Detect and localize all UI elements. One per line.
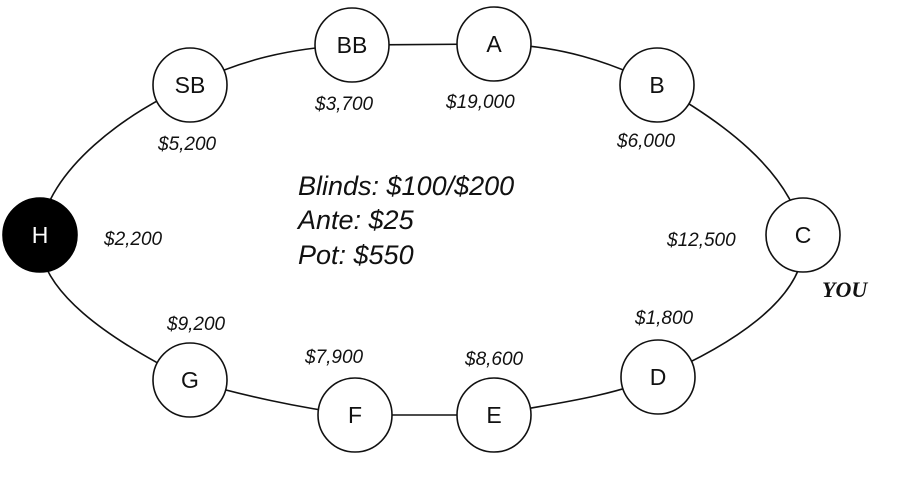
stack-c: $12,500	[666, 230, 736, 251]
seat-h-dealer: H	[2, 197, 78, 273]
seat-f: F	[317, 377, 393, 453]
seat-a: A	[456, 6, 532, 82]
pot-text: Pot: $550	[298, 240, 414, 270]
seat-b: B	[619, 47, 695, 123]
you-label: YOU	[822, 277, 868, 302]
ante-text: Ante: $25	[296, 205, 415, 235]
stack-sb: $5,200	[157, 134, 217, 155]
seat-sb-label: SB	[175, 72, 206, 98]
seat-bb: BB	[314, 7, 390, 83]
seat-f-label: F	[348, 402, 362, 428]
stack-b: $6,000	[616, 131, 676, 152]
stack-d: $1,800	[634, 308, 694, 329]
seat-sb: SB	[152, 47, 228, 123]
seat-h-label: H	[32, 222, 49, 248]
seat-c-label: C	[795, 222, 812, 248]
seat-a-label: A	[486, 31, 502, 57]
blinds-text: Blinds: $100/$200	[298, 171, 514, 201]
seat-b-label: B	[649, 72, 664, 98]
stack-bb: $3,700	[314, 94, 374, 115]
seat-e: E	[456, 377, 532, 453]
stack-f: $7,900	[304, 347, 364, 368]
seat-bb-label: BB	[337, 32, 368, 58]
stack-h: $2,200	[103, 229, 163, 250]
seat-g-label: G	[181, 367, 199, 393]
seat-g: G	[152, 342, 228, 418]
stack-a: $19,000	[445, 92, 515, 113]
seat-d: D	[620, 339, 696, 415]
stack-g: $9,200	[166, 314, 226, 335]
seat-d-label: D	[650, 364, 667, 390]
seat-e-label: E	[486, 402, 501, 428]
stack-e: $8,600	[464, 349, 524, 370]
seat-c: C	[765, 197, 841, 273]
